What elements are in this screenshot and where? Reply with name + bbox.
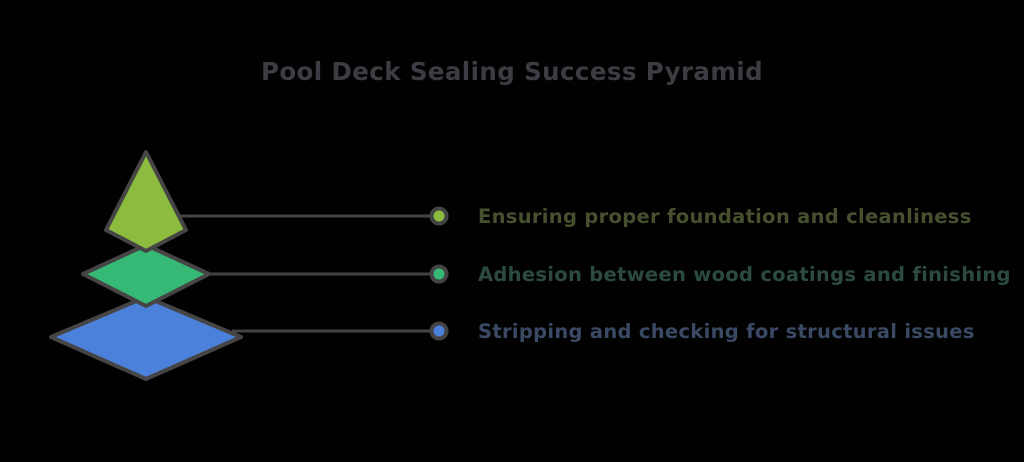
level-label-bottom: Stripping and checking for structural is… <box>478 320 975 343</box>
diagram-title: Pool Deck Sealing Success Pyramid <box>260 57 764 86</box>
pyramid-level-middle-shape <box>81 243 211 308</box>
bullet-dot-bottom <box>429 321 449 341</box>
pyramid-level-top-shape <box>104 150 188 253</box>
level-label-middle: Adhesion between wood coatings and finis… <box>478 263 1011 286</box>
bullet-dot-top <box>429 206 449 226</box>
pyramid-level-bottom-shape <box>49 295 243 381</box>
bullet-dot-middle <box>429 264 449 284</box>
level-label-top: Ensuring proper foundation and cleanline… <box>478 205 972 228</box>
